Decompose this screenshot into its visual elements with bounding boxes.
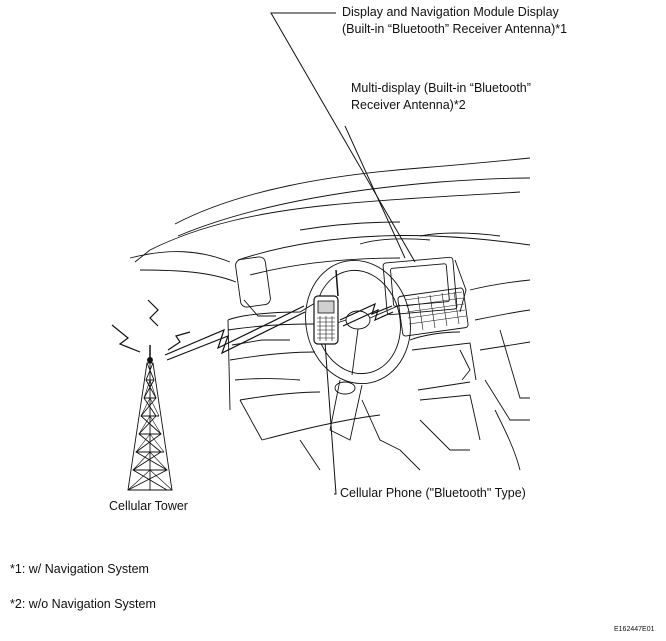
side-mirror	[235, 256, 271, 308]
signal-bolt-icons	[111, 299, 394, 361]
steering-wheel	[305, 259, 411, 385]
multi-display-leader	[344, 125, 406, 259]
display-nav-label-line1: Display and Navigation Module Display	[342, 5, 559, 19]
cellular-phone-leader	[324, 341, 337, 495]
multi-display-label-line2: Receiver Antenna)*2	[351, 98, 466, 112]
display-nav-label: Display and Navigation Module Display (B…	[342, 4, 567, 38]
cellular-tower-icon	[127, 345, 173, 491]
cellular-tower-label: Cellular Tower	[109, 499, 188, 513]
footnote-1: *1: w/ Navigation System	[10, 562, 149, 576]
footnote-2: *2: w/o Navigation System	[10, 597, 156, 611]
cellular-phone-label: Cellular Phone ("Bluetooth" Type)	[340, 486, 526, 500]
center-display	[382, 256, 458, 316]
center-vents	[397, 287, 469, 337]
multi-display-label: Multi-display (Built-in “Bluetooth” Rece…	[351, 80, 531, 114]
vehicle-interior	[129, 157, 531, 471]
figure-code: E162447E01	[614, 626, 655, 633]
cellular-phone-icon	[313, 269, 339, 345]
display-nav-leader	[270, 12, 416, 263]
display-nav-label-line2: (Built-in “Bluetooth” Receiver Antenna)*…	[342, 22, 568, 36]
multi-display-label-line1: Multi-display (Built-in “Bluetooth”	[351, 81, 531, 95]
